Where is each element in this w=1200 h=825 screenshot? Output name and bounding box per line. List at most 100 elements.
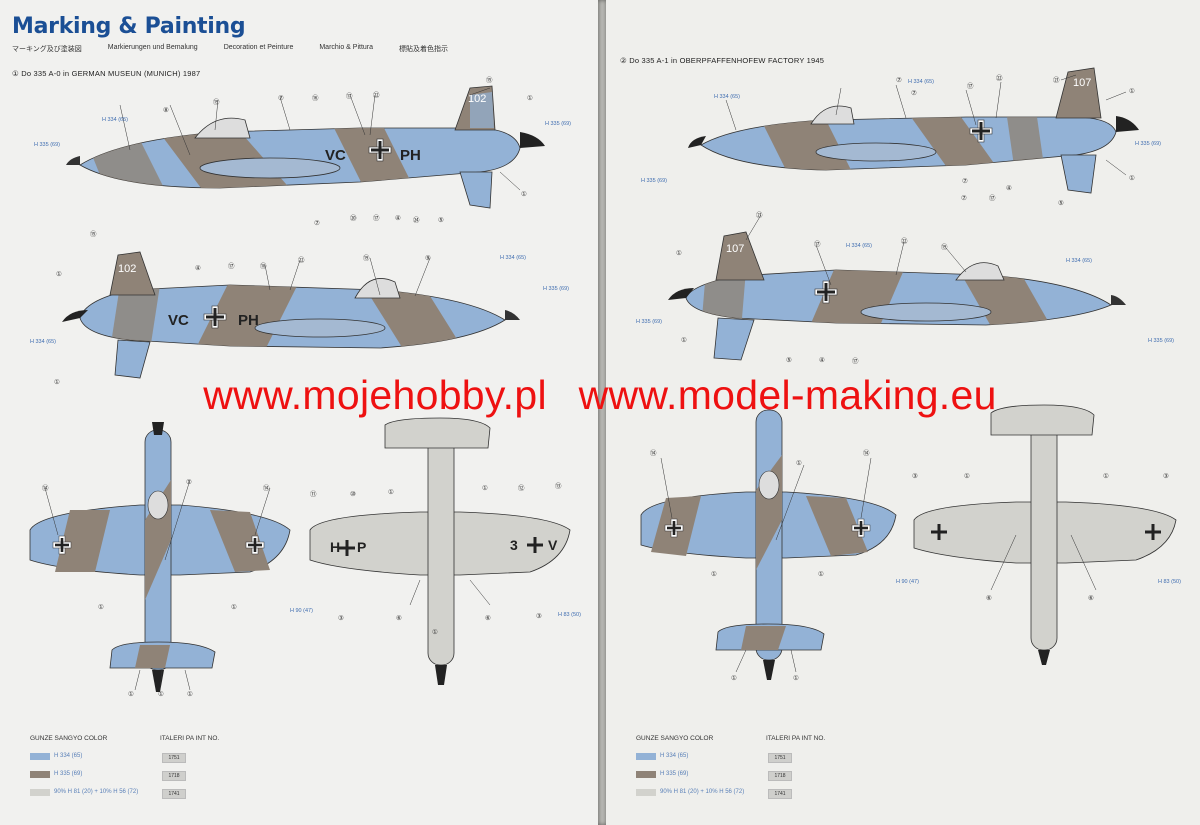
scheme-1-tail-code: 102	[468, 93, 486, 105]
svg-text:①: ①	[186, 478, 192, 486]
plan-view-upper	[29, 422, 291, 692]
svg-text:①: ①	[54, 378, 60, 386]
subtitle-de: Markierungen und Bemalung	[107, 44, 198, 51]
svg-text:③: ③	[912, 472, 918, 480]
svg-text:H 335 (69): H 335 (69)	[641, 178, 667, 184]
watermark-url-1: www.mojehobby.pl	[203, 372, 547, 418]
svg-text:H 334 (65): H 334 (65)	[846, 243, 872, 249]
left-page: Marking & Painting マーキング及び塗装図 Markierung…	[0, 0, 598, 825]
scheme-2-text: Do 335 A-1 in OBERPFAFFENHOFEW FACTORY 1…	[629, 56, 825, 65]
svg-text:H 335 (69): H 335 (69)	[545, 121, 571, 127]
scheme-1-code-right-b: PH	[238, 312, 259, 329]
svg-text:④: ④	[819, 356, 825, 364]
callouts-left	[44, 87, 521, 691]
svg-text:①: ①	[711, 570, 717, 578]
subtitle-cn: 標貼及着色指示	[399, 46, 449, 53]
svg-text:⑫: ⑫	[518, 484, 525, 492]
svg-text:⑲: ⑲	[941, 243, 948, 251]
svg-text:H 90 (47): H 90 (47)	[896, 579, 919, 585]
plan-view-upper-2	[640, 409, 897, 680]
legend-swatch-1	[30, 753, 50, 760]
svg-text:①: ①	[521, 190, 527, 198]
svg-text:①: ①	[432, 628, 438, 636]
svg-text:⑮: ⑮	[486, 76, 493, 84]
svg-text:H 83 (50): H 83 (50)	[558, 612, 581, 618]
svg-text:①: ①	[128, 690, 134, 698]
svg-text:H 334 (65): H 334 (65)	[30, 339, 56, 345]
svg-text:㉒: ㉒	[996, 74, 1003, 82]
side-view-top: 102 VC PH	[66, 85, 545, 209]
legend-row-1b: H 334 (65) 1751	[636, 753, 856, 763]
svg-text:①: ①	[482, 484, 488, 492]
svg-text:⑤: ⑤	[438, 216, 444, 224]
scheme-2-drawings: 107 107	[636, 67, 1181, 682]
svg-text:H 334 (65): H 334 (65)	[500, 255, 526, 261]
svg-text:①: ①	[964, 472, 970, 480]
svg-text:⑰: ⑰	[989, 194, 996, 202]
svg-text:3: 3	[510, 537, 518, 553]
svg-text:H 334 (65): H 334 (65)	[714, 94, 740, 100]
svg-text:⑥: ⑥	[986, 594, 992, 602]
svg-text:①: ①	[1103, 472, 1109, 480]
color-callouts-left: H 334 (65) H 335 (69) H 335 (69) H 334 (…	[30, 117, 581, 618]
svg-text:⑰: ⑰	[814, 240, 821, 248]
legend-gunze-1b: H 334 (65)	[660, 753, 689, 759]
svg-text:H 335 (69): H 335 (69)	[543, 286, 569, 292]
right-page: ② Do 335 A-1 in OBERPFAFFENHOFEW FACTORY…	[606, 0, 1200, 825]
scheme-2-number: ②	[620, 56, 627, 65]
watermark-url-2: www.model-making.eu	[578, 372, 997, 418]
svg-text:①: ①	[731, 674, 737, 682]
book-spine	[598, 0, 606, 825]
svg-text:⑩: ⑩	[350, 490, 356, 498]
svg-text:⑦: ⑦	[911, 89, 917, 97]
svg-text:⑯: ⑯	[312, 94, 319, 102]
svg-text:H 83 (50): H 83 (50)	[1158, 579, 1181, 585]
legend-gunze-1: H 334 (65)	[54, 753, 83, 759]
svg-text:①: ①	[98, 603, 104, 611]
scheme-1-tail-code-b: 102	[118, 263, 136, 275]
svg-text:⑭: ⑭	[263, 484, 270, 492]
svg-text:③: ③	[338, 614, 344, 622]
scheme-2-tail-code-b: 107	[726, 243, 744, 255]
legend-gunze-3b: 90% H 81 (20) + 10% H 56 (72)	[660, 789, 745, 795]
legend-swatch-1b	[636, 753, 656, 760]
svg-text:⑰: ⑰	[346, 92, 353, 100]
svg-text:H 334 (65): H 334 (65)	[102, 117, 128, 123]
callouts-right	[660, 74, 1127, 673]
side-view-bottom: 102 VC PH	[62, 251, 520, 379]
legend-italeri-header-2: ITALERI PA INT NO.	[766, 735, 826, 742]
scheme-1-text: Do 335 A-0 in GERMAN MUSEUN (MUNICH) 198…	[21, 69, 201, 78]
svg-text:⑭: ⑭	[42, 484, 49, 492]
svg-text:③: ③	[536, 612, 542, 620]
legend-gunze-2b: H 335 (69)	[660, 771, 689, 777]
svg-text:⑰: ⑰	[228, 262, 235, 270]
legend-row-1: H 334 (65) 1751	[30, 753, 250, 763]
plan-view-lower: H P 3 V	[309, 417, 571, 685]
svg-text:①: ①	[1129, 174, 1135, 182]
svg-text:①: ①	[793, 674, 799, 682]
svg-text:④: ④	[395, 214, 401, 222]
legend-swatch-2b	[636, 771, 656, 778]
legend-gunze-header-2: GUNZE SANGYO COLOR	[636, 735, 714, 742]
legend-gunze-3: 90% H 81 (20) + 10% H 56 (72)	[54, 789, 139, 795]
svg-text:H 335 (69): H 335 (69)	[1135, 141, 1161, 147]
subtitle-jp: マーキング及び塗装図	[12, 46, 82, 53]
svg-text:㉒: ㉒	[373, 91, 380, 99]
svg-text:㉔: ㉔	[413, 216, 420, 224]
svg-text:⑥: ⑥	[1088, 594, 1094, 602]
scheme-1-code-left: VC	[325, 147, 346, 164]
svg-text:①: ①	[56, 270, 62, 278]
scheme-1-caption: ① Do 335 A-0 in GERMAN MUSEUN (MUNICH) 1…	[12, 69, 200, 78]
svg-text:⑮: ⑮	[90, 230, 97, 238]
svg-text:⑰: ⑰	[852, 357, 859, 365]
svg-text:⑥: ⑥	[396, 614, 402, 622]
legend-italeri-3: 1741	[162, 789, 186, 799]
page-title: Marking & Painting	[12, 14, 246, 39]
svg-text:①: ①	[187, 690, 193, 698]
svg-text:H 335 (69): H 335 (69)	[1148, 338, 1174, 344]
svg-text:V: V	[548, 537, 558, 553]
legend-gunze-2: H 335 (69)	[54, 771, 83, 777]
scheme-1-code-left-b: VC	[168, 312, 189, 329]
